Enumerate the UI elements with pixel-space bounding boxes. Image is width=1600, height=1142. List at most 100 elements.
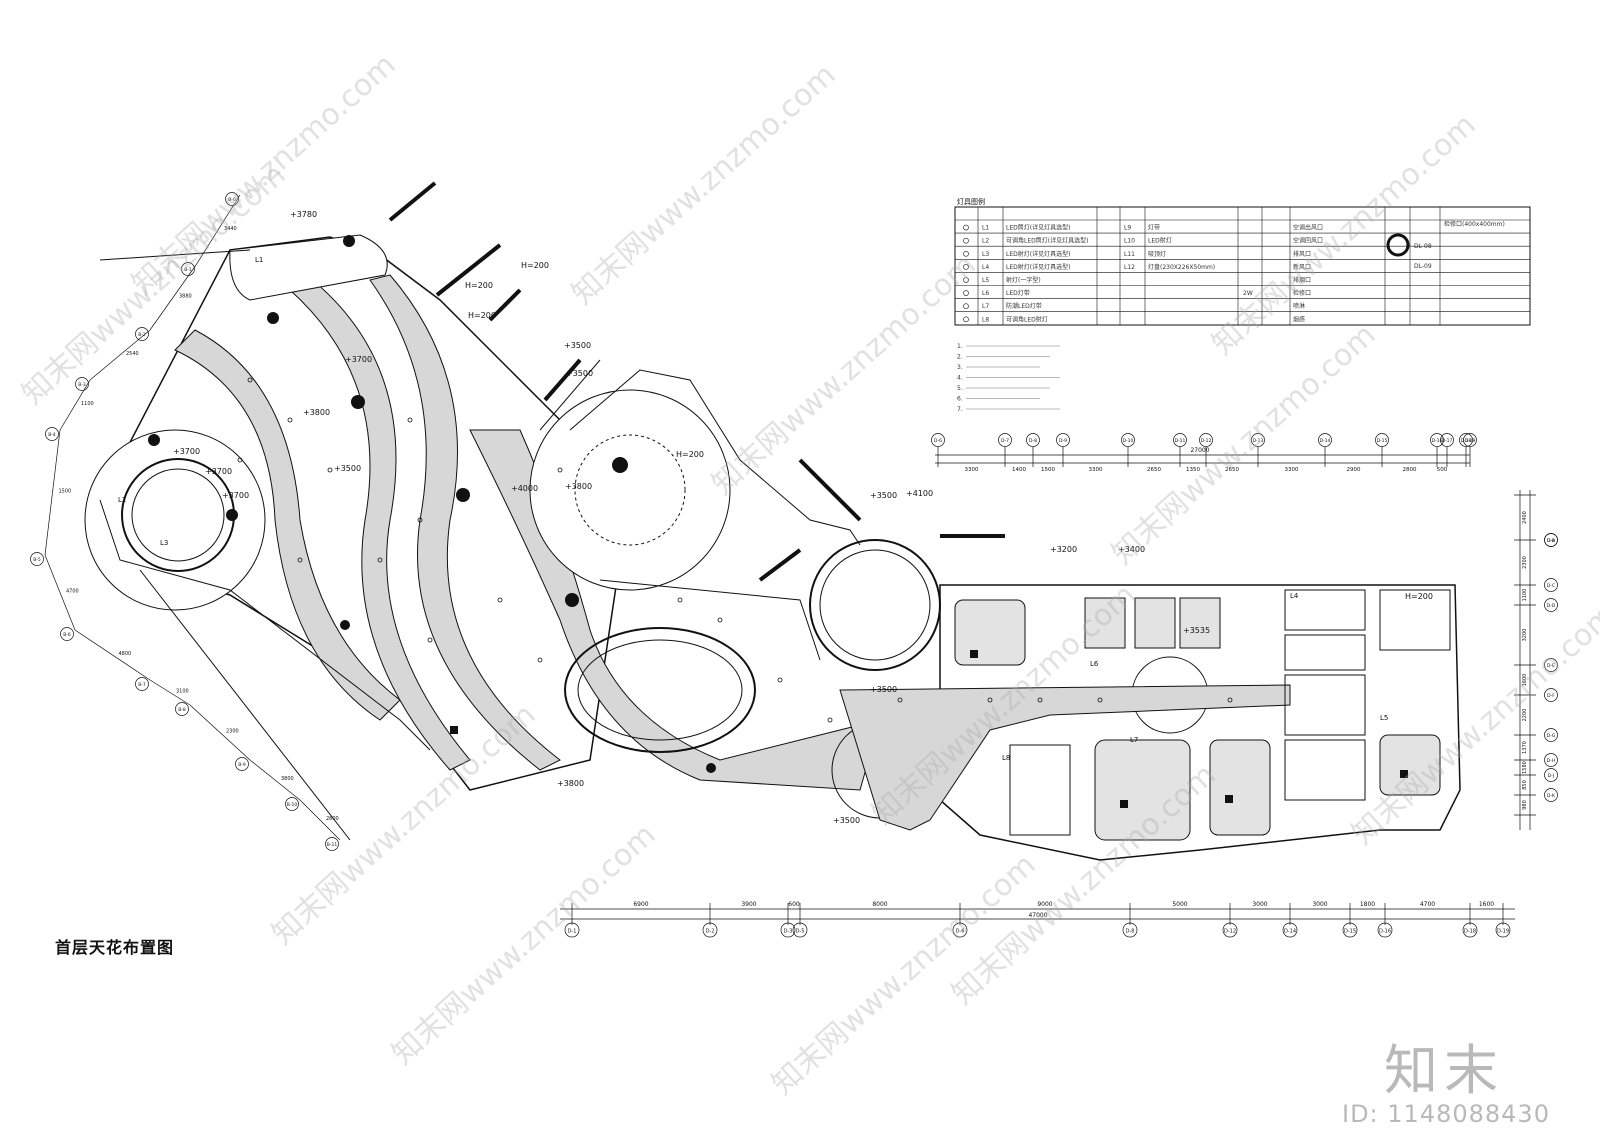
legend-symbol <box>963 303 969 310</box>
oval-room-inner <box>577 639 743 741</box>
axis-bubble <box>225 192 239 206</box>
axis-bubble <box>1440 433 1454 447</box>
legend-desc: 烟感 <box>1293 315 1305 323</box>
ceiling-height: +3500 <box>564 341 591 350</box>
legend-desc: 灯带 <box>1148 224 1160 232</box>
legend-code: DL-08 <box>1414 243 1432 250</box>
axis-bubble <box>1544 688 1558 702</box>
axis-bubble <box>1199 433 1213 447</box>
spot-fixture <box>148 434 160 446</box>
square-fixture <box>1400 770 1408 778</box>
legend-desc: LED射灯(详见灯具选型) <box>1006 263 1070 271</box>
ceiling-height-labels: +3780 +3700 +3700 +3700 +3700 +3800 +350… <box>173 210 1210 825</box>
axis-label: D-19 <box>1497 929 1509 935</box>
oval-room-outer <box>564 627 756 753</box>
axis-bubble <box>564 922 580 938</box>
axis-bubble <box>1121 433 1135 447</box>
shaded-band-3 <box>369 274 561 771</box>
legend-note: 1. <box>957 343 963 350</box>
ceiling-height: +3500 <box>566 369 593 378</box>
axis-label: D-A <box>1547 538 1556 544</box>
room-8 <box>1284 739 1366 801</box>
dimension-value: 3100 <box>176 689 189 695</box>
axis-label: D-K <box>1547 793 1556 799</box>
svg-text:L5: L5 <box>1380 714 1388 722</box>
ceiling-height: +3500 <box>870 685 897 694</box>
axis-bubble <box>1251 433 1265 447</box>
axis-bubble <box>1377 922 1393 938</box>
axis-bubble <box>1463 433 1477 447</box>
legend-heading: 灯具图例 <box>957 197 985 206</box>
axis-label: D-B <box>1547 538 1555 544</box>
legend-code: L2 <box>982 238 989 245</box>
annotation: H=200 <box>676 450 704 459</box>
axis-bubble <box>1026 433 1040 447</box>
dimension-value: 1800 <box>1360 901 1375 908</box>
axis-label: B-9 <box>238 762 246 768</box>
dimension-value: 1500 <box>1041 467 1055 473</box>
dimension-value: 8000 <box>872 901 887 908</box>
svg-text:L1: L1 <box>255 256 263 264</box>
axis-label: D-16 <box>1379 929 1391 935</box>
axis-label: D-12 <box>1201 438 1212 444</box>
axis-label: D-3 <box>784 929 793 935</box>
dimension-value: 3300 <box>965 467 979 473</box>
axis-bubble <box>931 433 945 447</box>
dimension-value: 3300 <box>1089 467 1103 473</box>
axis-bubble <box>1342 922 1358 938</box>
legend-symbol <box>963 316 969 323</box>
legend-note: 7. <box>957 406 963 413</box>
dimension-value: 4800 <box>119 651 132 657</box>
axis-label: D-16 <box>1432 438 1443 444</box>
legend-desc: 排烟口 <box>1293 276 1311 284</box>
axis-bubble <box>181 262 195 276</box>
axis-label: D-12 <box>1224 929 1236 935</box>
dimension-value: 600 <box>788 901 800 908</box>
svg-text:L7: L7 <box>1130 736 1138 744</box>
dimension-value: 2650 <box>1147 467 1161 473</box>
axis-bubble <box>1173 433 1187 447</box>
legend-code: L9 <box>1124 225 1131 232</box>
axis-bubble <box>1318 433 1332 447</box>
axis-label: D-6 <box>934 438 942 444</box>
room-12 <box>1379 734 1441 796</box>
axis-bubble <box>1282 922 1298 938</box>
spot-fixture <box>343 235 355 247</box>
room-3 <box>1134 597 1176 649</box>
annotation: H=200 <box>1405 592 1433 601</box>
axis-label: D-10 <box>1123 438 1134 444</box>
axis-label: D-18 <box>1464 929 1476 935</box>
axis-label: D-2 <box>706 929 715 935</box>
dimension-value: 3300 <box>1285 467 1299 473</box>
dimension-value: 5000 <box>1172 901 1187 908</box>
dimension-value: 2540 <box>126 351 139 357</box>
legend-symbol <box>963 264 969 270</box>
axis-label: D-F <box>1547 693 1555 699</box>
legend-desc: 检修口 <box>1293 289 1311 297</box>
right-round-hall <box>809 539 941 671</box>
legend-code: L5 <box>982 277 989 284</box>
axis-bubble <box>1544 753 1558 767</box>
room-13 <box>1009 744 1071 836</box>
dimension-value: 3200 <box>1522 629 1528 642</box>
corridor-band <box>839 684 1291 831</box>
legend-desc: LED筒灯(详见灯具选型) <box>1006 224 1070 232</box>
dimension-value: 2650 <box>1225 467 1239 473</box>
ceiling-height: +4100 <box>906 489 933 498</box>
axis-bubble <box>1544 578 1558 592</box>
dimension-value: 2900 <box>1347 467 1361 473</box>
spot-fixture <box>565 593 579 607</box>
drawing-title: 首层天花布置图 <box>55 938 175 957</box>
dimension-value: 980 <box>1522 800 1528 810</box>
axis-label: D-6 <box>956 929 965 935</box>
legend-desc: LED射灯 <box>1148 237 1172 245</box>
axis-bubble <box>75 377 89 391</box>
svg-text:L8: L8 <box>1002 754 1010 762</box>
ceiling-height: +3800 <box>557 779 584 788</box>
dimension-value: 850 <box>1522 780 1528 790</box>
dimension-value: 3880 <box>179 294 192 300</box>
dimension-value: 2300 <box>226 729 239 735</box>
room-7 <box>1284 674 1366 736</box>
spot-fixture <box>612 457 628 473</box>
